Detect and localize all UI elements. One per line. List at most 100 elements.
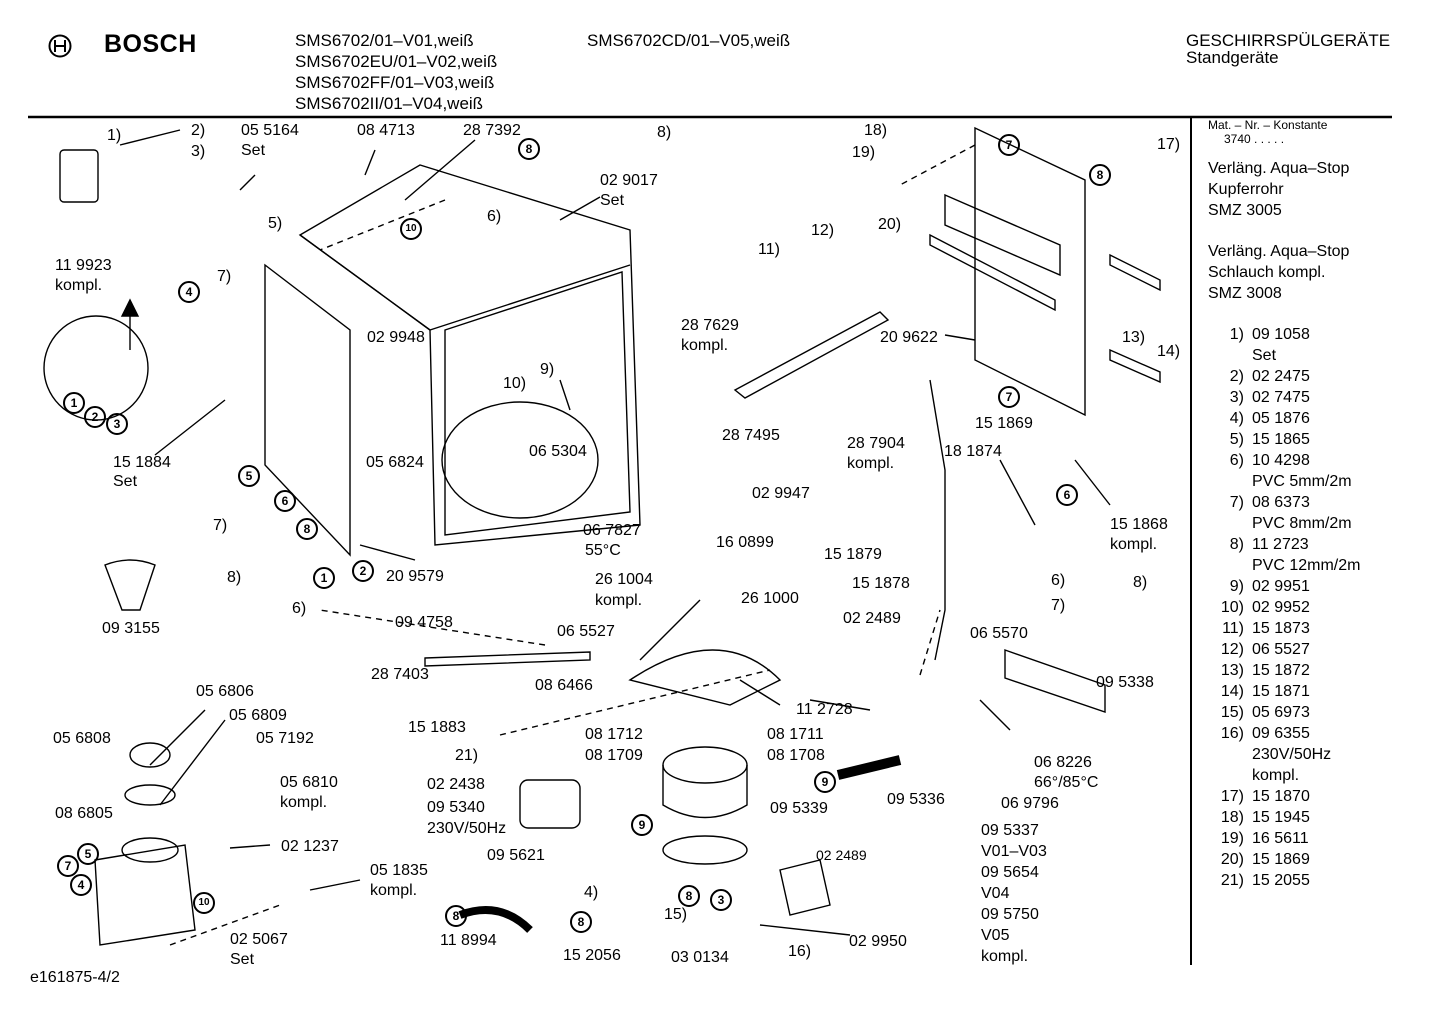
part-number: 02 7475	[1252, 389, 1310, 406]
brand-name: BOSCH	[104, 30, 197, 58]
label-6: 6)	[487, 208, 502, 225]
label-029017: 02 9017	[600, 172, 658, 189]
part-number: 02 9951	[1252, 578, 1310, 595]
label-095339: 09 5339	[770, 800, 828, 817]
label-030134: 03 0134	[671, 949, 729, 966]
label-095337: 09 5337	[981, 822, 1039, 839]
model-v04: SMS6702II/01–V04,weiß	[295, 94, 484, 113]
parts-list-item: 17) 15 1870	[1208, 786, 1440, 807]
label-287904: 28 7904	[847, 435, 905, 452]
label-084713: 08 4713	[357, 122, 415, 139]
model-v01: SMS6702/01–V01,weiß	[295, 31, 474, 50]
part-number: 15 1870	[1252, 788, 1310, 805]
label-181874: 18 1874	[944, 443, 1002, 460]
label-set: Set	[230, 951, 255, 968]
part-detail: PVC 5mm/2m	[1252, 473, 1352, 490]
part-detail: PVC 8mm/2m	[1252, 515, 1352, 532]
label-16: 16)	[788, 943, 812, 960]
circled-marker-10: 10	[193, 892, 215, 914]
circled-marker-4: 4	[70, 874, 92, 896]
label-7: 7)	[213, 517, 228, 534]
label-20: 20)	[878, 216, 902, 233]
label-13: 13)	[1122, 329, 1146, 346]
label-kompl: kompl.	[370, 882, 418, 899]
category-subtitle: Standgeräte	[1186, 48, 1279, 67]
label-022489: 02 2489	[816, 847, 867, 863]
label-287392: 28 7392	[463, 122, 521, 139]
label-11: 11)	[758, 241, 780, 258]
parts-list-item: 1)09 1058	[1208, 324, 1440, 345]
label-081708: 08 1708	[767, 747, 825, 764]
parts-list-item: 10)02 9952	[1208, 597, 1440, 618]
label-151869: 15 1869	[975, 415, 1033, 432]
label-086466: 08 6466	[535, 677, 593, 694]
part-detail: PVC 12mm/2m	[1252, 557, 1361, 574]
parts-legend: Mat. – Nr. – Konstante 3740 . . . . . Ve…	[1208, 118, 1440, 891]
part-number-index: 15)	[1220, 704, 1244, 721]
label-065304: 06 5304	[529, 443, 587, 460]
bosch-logo-icon	[48, 34, 72, 58]
label-056806: 05 6806	[196, 683, 254, 700]
label-209579: 20 9579	[386, 568, 444, 585]
label-15: 15)	[664, 906, 688, 923]
category-title: GESCHIRRSPÜLGERÄTE	[1186, 31, 1391, 50]
model-v02: SMS6702EU/01–V02,weiß	[295, 52, 498, 71]
part-number-index: 14)	[1220, 683, 1244, 700]
circled-marker-5: 5	[77, 843, 99, 865]
label-021237: 02 1237	[281, 838, 339, 855]
circled-marker-4: 4	[178, 281, 200, 303]
part-number-index: 4)	[1229, 410, 1244, 427]
label-119923: 11 9923	[55, 257, 112, 274]
part-number: 15 1871	[1252, 683, 1310, 700]
circled-marker-7: 7	[57, 855, 79, 877]
label-5: 5)	[268, 215, 283, 232]
circled-marker-8: 8	[570, 911, 592, 933]
label-8: 8)	[227, 569, 242, 586]
label-kompl: kompl.	[595, 592, 643, 609]
part-number-index: 18)	[1220, 809, 1244, 826]
parts-list-item: 14) 15 1871	[1208, 681, 1440, 702]
circled-marker-6: 6	[274, 490, 296, 512]
label-12: 12)	[811, 222, 835, 239]
label-kompl: kompl.	[55, 277, 103, 294]
parts-list-item: 15)05 6973	[1208, 702, 1440, 723]
circled-marker-8: 8	[296, 518, 318, 540]
label-kompl: kompl.	[847, 455, 895, 472]
circled-marker-7: 7	[998, 386, 1020, 408]
label-151878: 15 1878	[852, 575, 910, 592]
part-number: 05 1876	[1252, 410, 1310, 427]
label-kompl: kompl.	[280, 794, 328, 811]
part-detail: 230V/50Hz	[1252, 746, 1332, 763]
label-287403: 28 7403	[371, 666, 429, 683]
label-160899: 16 0899	[716, 534, 774, 551]
label-v04: V04	[981, 885, 1010, 902]
part-number-index: 17)	[1220, 788, 1244, 805]
extension-copper: Verläng. Aqua–Stop Kupferrohr SMZ 3005	[1208, 158, 1440, 221]
label-4: 4)	[584, 884, 599, 901]
circled-marker-5: 5	[238, 465, 260, 487]
part-number: 02 9952	[1252, 599, 1310, 616]
circled-marker-8: 8	[445, 905, 467, 927]
label-v0103: V01–V03	[981, 843, 1047, 860]
parts-list-item: 12)06 5527	[1208, 639, 1440, 660]
model-v03: SMS6702FF/01–V03,weiß	[295, 73, 495, 92]
part-number: 15 1872	[1252, 662, 1310, 679]
label-18: 18)	[864, 122, 888, 139]
part-number-index: 12)	[1220, 641, 1244, 658]
parts-list-item: 16)09 6355	[1208, 723, 1440, 744]
part-number: 10 4298	[1252, 452, 1310, 469]
circled-marker-1: 1	[63, 392, 85, 414]
label-056808: 05 6808	[53, 730, 111, 747]
part-number-index: 21)	[1220, 872, 1244, 889]
label-055164: 05 5164	[241, 122, 299, 139]
label-057192: 05 7192	[256, 730, 314, 747]
parts-list-item: 11)15 1873	[1208, 618, 1440, 639]
label-069796: 06 9796	[1001, 795, 1059, 812]
label-8: 8)	[1133, 574, 1148, 591]
circled-marker-9: 9	[631, 814, 653, 836]
label-081709: 08 1709	[585, 747, 643, 764]
part-number-index: 16)	[1220, 725, 1244, 742]
parts-list-item: 9)02 9951	[1208, 576, 1440, 597]
label-261000: 26 1000	[741, 590, 799, 607]
label-065527: 06 5527	[557, 623, 615, 640]
